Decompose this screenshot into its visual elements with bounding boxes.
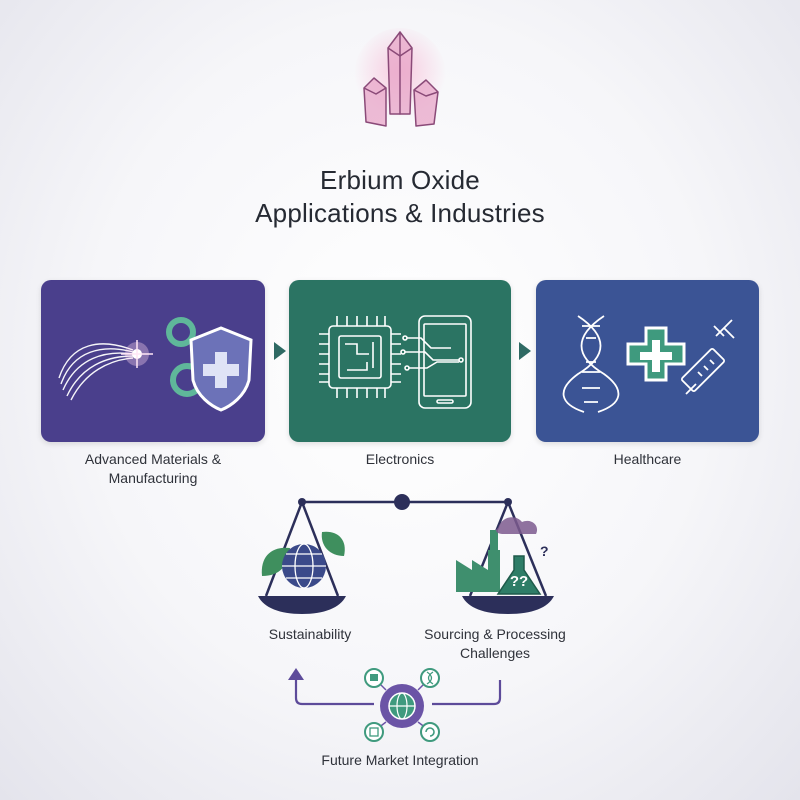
shield-cross-icon — [189, 326, 253, 412]
label-advanced-materials: Advanced Materials & Manufacturing — [84, 451, 222, 486]
title-line-1: Erbium Oxide — [320, 165, 480, 195]
svg-text:?: ? — [540, 543, 549, 559]
smartphone-icon — [400, 315, 472, 409]
label-sustainability: Sustainability — [268, 626, 352, 642]
label-electronics: Electronics — [365, 451, 435, 467]
panel-electronics — [289, 280, 511, 442]
svg-text:??: ?? — [510, 573, 528, 590]
medical-cross-icon — [626, 326, 686, 382]
leaf-icon — [261, 531, 345, 576]
page-title: Erbium Oxide Applications & Industries — [0, 164, 800, 230]
title-line-2: Applications & Industries — [255, 198, 545, 228]
dna-small-icon — [420, 668, 440, 688]
label-future-market: Future Market Integration — [321, 752, 479, 768]
chip-small-icon — [364, 722, 384, 742]
flask-question-icon: ?? ? — [496, 543, 549, 595]
panel-advanced-materials — [41, 280, 265, 442]
erbium-crystal-icon — [352, 26, 448, 136]
balance-scale-icon: ?? ? — [240, 480, 570, 620]
future-market-cycle-icon — [282, 664, 522, 754]
panel-healthcare — [536, 280, 759, 442]
label-healthcare: Healthcare — [613, 451, 682, 467]
globe-icon — [282, 543, 326, 589]
lab-icon — [364, 668, 384, 688]
globe-network-icon — [377, 681, 427, 729]
microchip-icon — [319, 316, 401, 398]
dna-icon — [562, 315, 620, 413]
recycle-icon — [420, 722, 440, 742]
flow-arrow-2 — [519, 342, 531, 360]
fiber-optic-icon — [58, 340, 153, 401]
flow-arrow-1 — [274, 342, 286, 360]
factory-icon — [456, 517, 538, 592]
label-sourcing-challenges: Sourcing & Processing Challenges — [424, 626, 566, 661]
syringe-icon — [681, 319, 735, 395]
